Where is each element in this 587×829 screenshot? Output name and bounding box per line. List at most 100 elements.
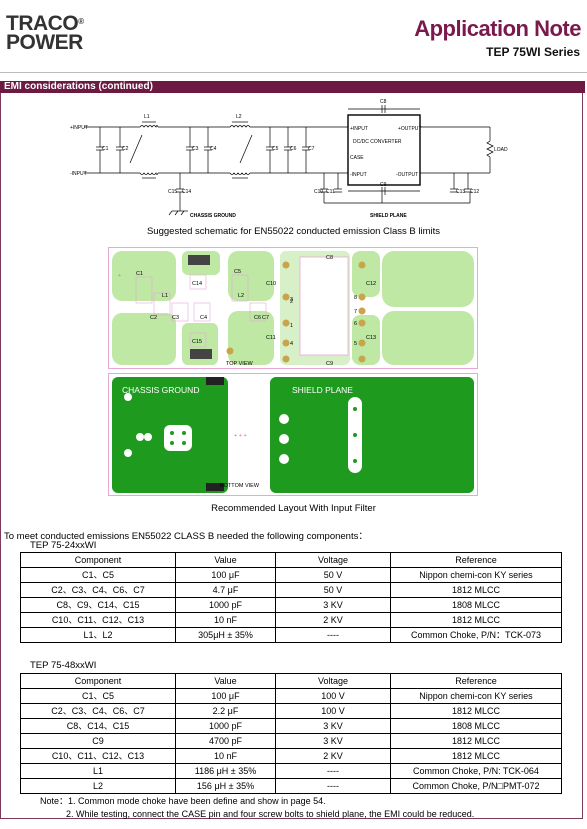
schem-label-c15: C15 bbox=[168, 189, 177, 195]
schem-label-nin: -INPUT bbox=[70, 171, 87, 177]
table-row: C2、C3、C4、C6、C7 4.7 μF 50 V 1812 MLCC bbox=[20, 582, 562, 598]
table-cell: L2 bbox=[20, 778, 176, 794]
logo-registered-mark: ® bbox=[78, 17, 84, 26]
table-cell: Nippon chemi-con KY series bbox=[390, 688, 562, 704]
pcb-label-c10: C10 bbox=[266, 281, 276, 287]
pcb-label-c5: C5 bbox=[234, 269, 241, 275]
bottom-pad-marks: + + + bbox=[234, 433, 247, 439]
schem-label-c11: C11 bbox=[326, 189, 335, 195]
schem-label-conv-pin: +INPUT bbox=[350, 126, 368, 132]
chassis-ground-label: CHASSIS GROUND bbox=[122, 385, 199, 395]
header-cell: Voltage bbox=[275, 552, 391, 568]
section-frame bbox=[0, 93, 583, 819]
pcb-label-c6: C6 bbox=[254, 315, 261, 321]
note-2: 2. While testing, connect the CASE pin a… bbox=[66, 809, 475, 819]
note-1: Note：1. Common mode choke have been defi… bbox=[40, 796, 326, 806]
table-row: C8、C14、C15 1000 pF 3 KV 1808 MLCC bbox=[20, 718, 562, 734]
header-divider bbox=[0, 72, 587, 73]
schem-label-c1: C1 bbox=[102, 146, 109, 152]
pcb-pin-4: 4 bbox=[290, 341, 293, 347]
table-cell: 50 V bbox=[275, 582, 391, 598]
table-row: C9 4700 pF 3 KV 1812 MLCC bbox=[20, 733, 562, 749]
table-cell: 2 KV bbox=[275, 748, 391, 764]
pcb-label-c15: C15 bbox=[192, 339, 202, 345]
schem-label-c8: C8 bbox=[380, 99, 387, 105]
table-row: L1 1186 μH ± 35% ---- Common Choke, P/N:… bbox=[20, 763, 562, 779]
table-row: C10、C11、C12、C13 10 nF 2 KV 1812 MLCC bbox=[20, 612, 562, 628]
schematic-caption: Suggested schematic for EN55022 conducte… bbox=[146, 226, 441, 237]
table-cell: 4700 pF bbox=[175, 733, 276, 749]
table-cell: Common Choke, P/N: TCK-064 bbox=[390, 763, 562, 779]
table-cell: 305μH ± 35% bbox=[175, 627, 276, 643]
table-cell: C8、C9、C14、C15 bbox=[20, 597, 176, 613]
table-row: L2 156 μH ± 35% ---- Common Choke, P/N□P… bbox=[20, 778, 562, 794]
pcb-label-c14: C14 bbox=[192, 281, 202, 287]
table-row: C1、C5 100 μF 50 V Nippon chemi-con KY se… bbox=[20, 567, 562, 583]
table-cell: 1812 MLCC bbox=[390, 748, 562, 764]
pcb-label-c13: C13 bbox=[366, 335, 376, 341]
pcb-pin-3: 3 bbox=[290, 297, 293, 303]
schem-label-c7: C7 bbox=[308, 146, 315, 152]
table-cell: 1812 MLCC bbox=[390, 733, 562, 749]
pcb-label-l2: L2 bbox=[238, 293, 244, 299]
components-intro: To meet conducted emissions EN55022 CLAS… bbox=[4, 531, 368, 542]
schem-label-c10: C10 bbox=[314, 189, 323, 195]
pcb-pad-mark: + bbox=[118, 273, 121, 279]
header-cell: Component bbox=[20, 552, 176, 568]
table-cell: 4.7 μF bbox=[175, 582, 276, 598]
table-cell: C9 bbox=[20, 733, 176, 749]
shield-plane-label: SHIELD PLANE bbox=[292, 385, 353, 395]
table-cell: C2、C3、C4、C6、C7 bbox=[20, 703, 176, 719]
schem-label-pin: +INPUT bbox=[70, 125, 88, 131]
series-name: TEP 75WI Series bbox=[486, 45, 580, 59]
top-view-label: TOP VIEW bbox=[226, 361, 254, 367]
pcb-pin-7: 7 bbox=[354, 309, 357, 315]
page-title: Application Note bbox=[414, 16, 581, 41]
table2-title: TEP 75-48xxWI bbox=[30, 660, 97, 671]
pcb-label-c3: C3 bbox=[172, 315, 179, 321]
components-table-48: Component Value Voltage Reference C1、C5 … bbox=[20, 673, 562, 794]
schem-label-c5: C5 bbox=[272, 146, 279, 152]
traco-power-logo: TRACO® POWER bbox=[6, 13, 84, 53]
pcb-label-c1: C1 bbox=[136, 271, 143, 277]
table-cell: Nippon chemi-con KY series bbox=[390, 567, 562, 583]
table-cell: 2 KV bbox=[275, 612, 391, 628]
header-cell: Value bbox=[175, 673, 276, 689]
header-cell: Component bbox=[20, 673, 176, 689]
table-row: C2、C3、C4、C6、C7 2.2 μF 100 V 1812 MLCC bbox=[20, 703, 562, 719]
pcb-label-c2: C2 bbox=[150, 315, 157, 321]
table-cell: 1000 pF bbox=[175, 597, 276, 613]
emi-schematic: +INPUT -INPUT L1 L2 C1 C2 C3 C4 C5 C6 C7… bbox=[70, 99, 508, 219]
schem-label-c9: C9 bbox=[380, 182, 387, 188]
pcb-label-c4: C4 bbox=[200, 315, 207, 321]
table-cell: 156 μH ± 35% bbox=[175, 778, 276, 794]
table-cell: Common Choke, P/N□PMT-072 bbox=[390, 778, 562, 794]
table-cell: C2、C3、C4、C6、C7 bbox=[20, 582, 176, 598]
section-title: EMI considerations (continued) bbox=[0, 81, 585, 93]
components-table-24: Component Value Voltage Reference C1、C5 … bbox=[20, 552, 562, 643]
table-cell: 10 nF bbox=[175, 748, 276, 764]
table-cell: 100 V bbox=[275, 688, 391, 704]
table-cell: C10、C11、C12、C13 bbox=[20, 748, 176, 764]
table-cell: 1812 MLCC bbox=[390, 703, 562, 719]
header-cell: Voltage bbox=[275, 673, 391, 689]
table-cell: L1、L2 bbox=[20, 627, 176, 643]
table-cell: 1000 pF bbox=[175, 718, 276, 734]
table-cell: C1、C5 bbox=[20, 688, 176, 704]
table1-title: TEP 75-24xxWI bbox=[30, 540, 97, 551]
table-cell: ---- bbox=[275, 778, 391, 794]
table-cell: 1812 MLCC bbox=[390, 612, 562, 628]
schem-label-c3: C3 bbox=[192, 146, 199, 152]
table-cell: 100 μF bbox=[175, 567, 276, 583]
schem-label-conv-pout: +OUTPUT bbox=[398, 126, 421, 132]
table-cell: 50 V bbox=[275, 567, 391, 583]
table-cell: 2.2 μF bbox=[175, 703, 276, 719]
pcb-label-c9: C9 bbox=[326, 361, 333, 367]
schem-label-c4: C4 bbox=[210, 146, 217, 152]
table-cell: 1812 MLCC bbox=[390, 582, 562, 598]
table-row: C10、C11、C12、C13 10 nF 2 KV 1812 MLCC bbox=[20, 748, 562, 764]
table-cell: 1808 MLCC bbox=[390, 597, 562, 613]
table-header-row: Component Value Voltage Reference bbox=[20, 552, 562, 568]
pcb-label-c12: C12 bbox=[366, 281, 376, 287]
table-cell: 1808 MLCC bbox=[390, 718, 562, 734]
